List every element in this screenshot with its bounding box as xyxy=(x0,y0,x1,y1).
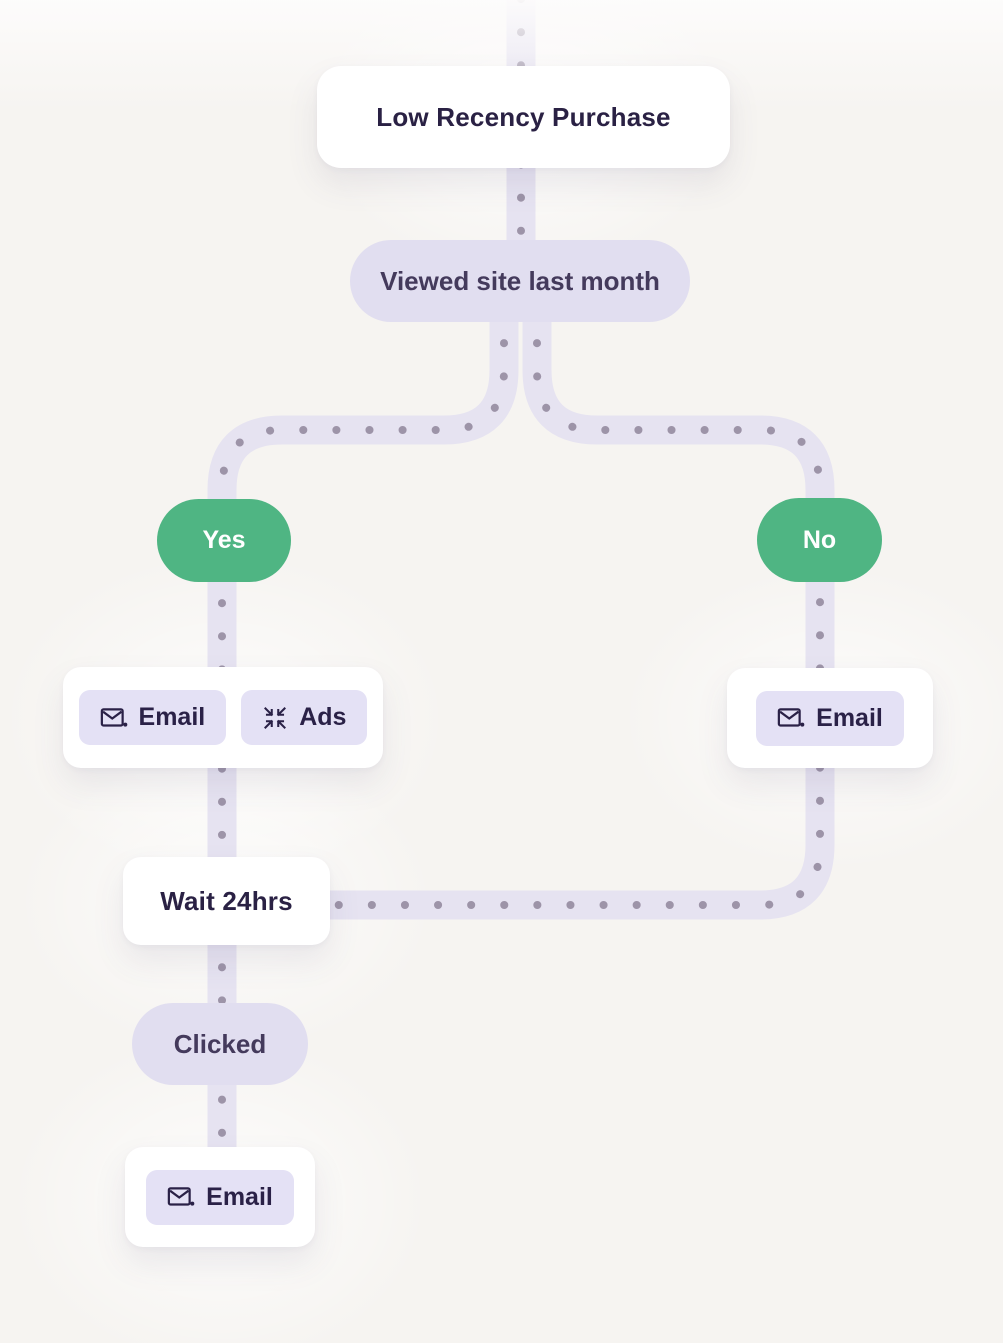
track-yes-branch xyxy=(207,296,519,1165)
ads-chip[interactable]: Ads xyxy=(241,690,368,745)
ads-chip-label: Ads xyxy=(299,703,347,731)
wait-label: Wait 24hrs xyxy=(160,885,293,916)
email-chip-label: Email xyxy=(138,703,206,731)
email-icon xyxy=(167,1183,195,1211)
node-trigger-card[interactable]: Low Recency Purchase xyxy=(317,66,730,168)
node-condition-clicked[interactable]: Clicked xyxy=(132,1003,308,1085)
branch-yes-pill[interactable]: Yes xyxy=(157,499,291,582)
node-yes-actions-card[interactable]: Email Ads xyxy=(63,667,383,768)
node-condition-viewed-site[interactable]: Viewed site last month xyxy=(350,240,690,322)
branch-no-label: No xyxy=(802,525,837,554)
branch-no-pill[interactable]: No xyxy=(757,498,882,582)
no-actions-chip-row: Email xyxy=(756,690,904,746)
email-chip[interactable]: Email xyxy=(78,690,227,745)
node-wait-card[interactable]: Wait 24hrs xyxy=(123,857,330,945)
email-chip-label: Email xyxy=(816,703,883,732)
node-no-actions-card[interactable]: Email xyxy=(727,668,933,768)
yes-actions-chip-row: Email Ads xyxy=(78,690,368,745)
track-no-branch xyxy=(322,296,835,920)
email-icon xyxy=(100,704,128,732)
ads-icon xyxy=(262,705,288,731)
email-chip[interactable]: Email xyxy=(756,690,904,746)
branch-yes-label: Yes xyxy=(202,526,246,554)
node-final-email-card[interactable]: Email xyxy=(125,1147,315,1247)
email-icon xyxy=(777,704,805,732)
clicked-label: Clicked xyxy=(173,1028,267,1059)
condition-label: Viewed site last month xyxy=(380,265,660,296)
trigger-label: Low Recency Purchase xyxy=(376,101,671,132)
email-chip-label: Email xyxy=(206,1182,273,1211)
final-chip-row: Email xyxy=(146,1169,294,1225)
track-no-dots xyxy=(318,292,824,909)
email-chip[interactable]: Email xyxy=(146,1169,294,1225)
